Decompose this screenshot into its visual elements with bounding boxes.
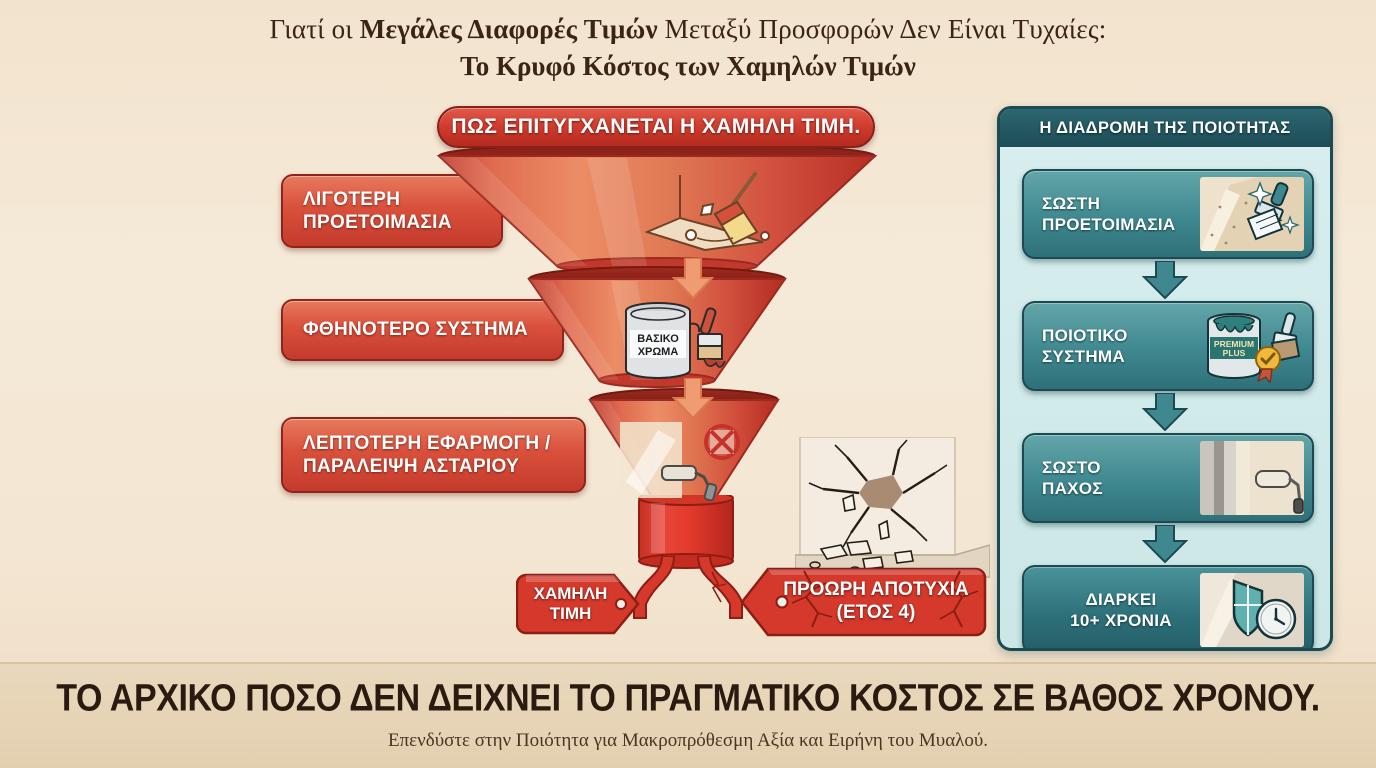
- broom-sweeping-icon: [644, 170, 775, 260]
- quality-arrow-2: [1141, 392, 1189, 436]
- paint-can-label-2: ΧΡΩΜΑ: [638, 346, 679, 358]
- quality-path-panel: Η ΔΙΑΔΡΟΜΗ ΤΗΣ ΠΟΙΟΤΗΤΑΣ ΣΩΣΤΗ ΠΡΟΕΤΟΙΜΑ…: [997, 106, 1333, 651]
- quality-arrow-3: [1141, 524, 1189, 568]
- early-failure-tag[interactable]: ΠΡΟΩΡΗ ΑΠΟΤΥΧΙΑ (ΕΤΟΣ 4): [738, 565, 988, 639]
- funnel-flow-arrow-1: [671, 257, 715, 305]
- footer-sub-text: Επενδύστε στην Ποιότητα για Μακροπρόθεσμ…: [387, 730, 989, 751]
- quality-step-2-text: ΠΟΙΟΤΙΚΟ ΣΥΣΤΗΜΑ: [1042, 325, 1128, 366]
- low-price-tag-text: ΧΑΜΗΛΗ ΤΙΜΗ: [533, 583, 608, 623]
- footer-main-text: ΤΟ ΑΡΧΙΚΟ ΠΟΣΟ ΔΕΝ ΔΕΙΧΝΕΙ ΤΟ ΠΡΑΓΜΑΤΙΚΟ…: [56, 677, 1320, 720]
- premium-can-label-1: PREMIUM: [1214, 339, 1254, 349]
- title-part-a: Γιατί οι: [269, 14, 360, 44]
- cracked-wall-illustration: [794, 436, 991, 609]
- page-title: Γιατί οι Μεγάλες Διαφορές Τιμών Μεταξύ Π…: [0, 14, 1376, 82]
- funnel-split-pipes: [612, 556, 762, 622]
- funnel-header-banner: ΠΩΣ ΕΠΙΤΥΓΧΑΝΕΤΑΙ Η ΧΑΜΗΛΗ ΤΙΜΗ.: [437, 106, 875, 148]
- early-failure-tag-text: ΠΡΟΩΡΗ ΑΠΟΤΥΧΙΑ (ΕΤΟΣ 4): [783, 579, 969, 623]
- funnel-flow-arrow-2: [671, 377, 715, 425]
- quality-arrow-1: [1141, 260, 1189, 304]
- funnel-stage-label-1[interactable]: ΛΙΓΟΤΕΡΗ ΠΡΟΕΤΟΙΜΑΣΙΑ: [281, 174, 503, 248]
- low-price-tag[interactable]: ΧΑΜΗΛΗ ΤΙΜΗ: [516, 573, 641, 635]
- quality-step-3-text: ΣΩΣΤΟ ΠΑΧΟΣ: [1042, 457, 1103, 498]
- title-line-1: Γιατί οι Μεγάλες Διαφορές Τιμών Μεταξύ Π…: [0, 14, 1376, 45]
- paint-can-label-1: ΒΑΣΙΚΟ: [637, 333, 679, 345]
- funnel-stage-label-2-text: ΦΘΗΝΟΤΕΡΟ ΣΥΣΤΗΜΑ: [303, 319, 529, 341]
- funnel-stage-label-3[interactable]: ΛΕΠΤΟΤΕΡΗ ΕΦΑΡΜΟΓΗ / ΠΑΡΑΛΕΙΨΗ ΑΣΤΑΡΙΟΥ: [281, 417, 586, 493]
- title-line-2: Το Κρυφό Κόστος των Χαμηλών Τιμών: [460, 51, 916, 81]
- funnel-stage-label-1-text: ΛΙΓΟΤΕΡΗ ΠΡΟΕΤΟΙΜΑΣΙΑ: [303, 188, 452, 233]
- roller-no-primer-icon: [618, 420, 748, 502]
- quality-step-1-text: ΣΩΣΤΗ ΠΡΟΕΤΟΙΜΑΣΙΑ: [1042, 193, 1176, 234]
- shield-clock-icon: [1200, 573, 1304, 647]
- premium-can-label-2: PLUS: [1223, 348, 1246, 358]
- title-part-c: Μεταξύ Προσφορών Δεν Είναι Τυχαίες:: [657, 14, 1107, 44]
- quality-step-1[interactable]: ΣΩΣΤΗ ΠΡΟΕΤΟΙΜΑΣΙΑ: [1022, 169, 1314, 259]
- funnel-stage-label-2[interactable]: ΦΘΗΝΟΤΕΡΟ ΣΥΣΤΗΜΑ: [281, 299, 564, 361]
- title-emphasis: Μεγάλες Διαφορές Τιμών: [359, 14, 658, 44]
- quality-step-4[interactable]: ΔΙΑΡΚΕΙ 10+ ΧΡΟΝΙΑ: [1022, 565, 1314, 648]
- funnel-stage-label-3-text: ΛΕΠΤΟΤΕΡΗ ΕΦΑΡΜΟΓΗ / ΠΑΡΑΛΕΙΨΗ ΑΣΤΑΡΙΟΥ: [303, 432, 551, 477]
- quality-step-4-text: ΔΙΑΡΚΕΙ 10+ ΧΡΟΝΙΑ: [1070, 589, 1172, 630]
- paint-can-brush-icon: ΒΑΣΙΚΟ ΧΡΩΜΑ: [620, 300, 736, 382]
- roller-thickness-icon: [1200, 441, 1304, 515]
- premium-paint-can-icon: PREMIUM PLUS: [1200, 309, 1304, 383]
- brush-sanding-icon: [1200, 177, 1304, 251]
- quality-step-3[interactable]: ΣΩΣΤΟ ΠΑΧΟΣ: [1022, 433, 1314, 523]
- quality-panel-header: Η ΔΙΑΔΡΟΜΗ ΤΗΣ ΠΟΙΟΤΗΤΑΣ: [1000, 109, 1330, 147]
- quality-step-2[interactable]: ΠΟΙΟΤΙΚΟ ΣΥΣΤΗΜΑ PREMIUM PLUS: [1022, 301, 1314, 391]
- footer-banner: ΤΟ ΑΡΧΙΚΟ ΠΟΣΟ ΔΕΝ ΔΕΙΧΝΕΙ ΤΟ ΠΡΑΓΜΑΤΙΚΟ…: [0, 662, 1376, 768]
